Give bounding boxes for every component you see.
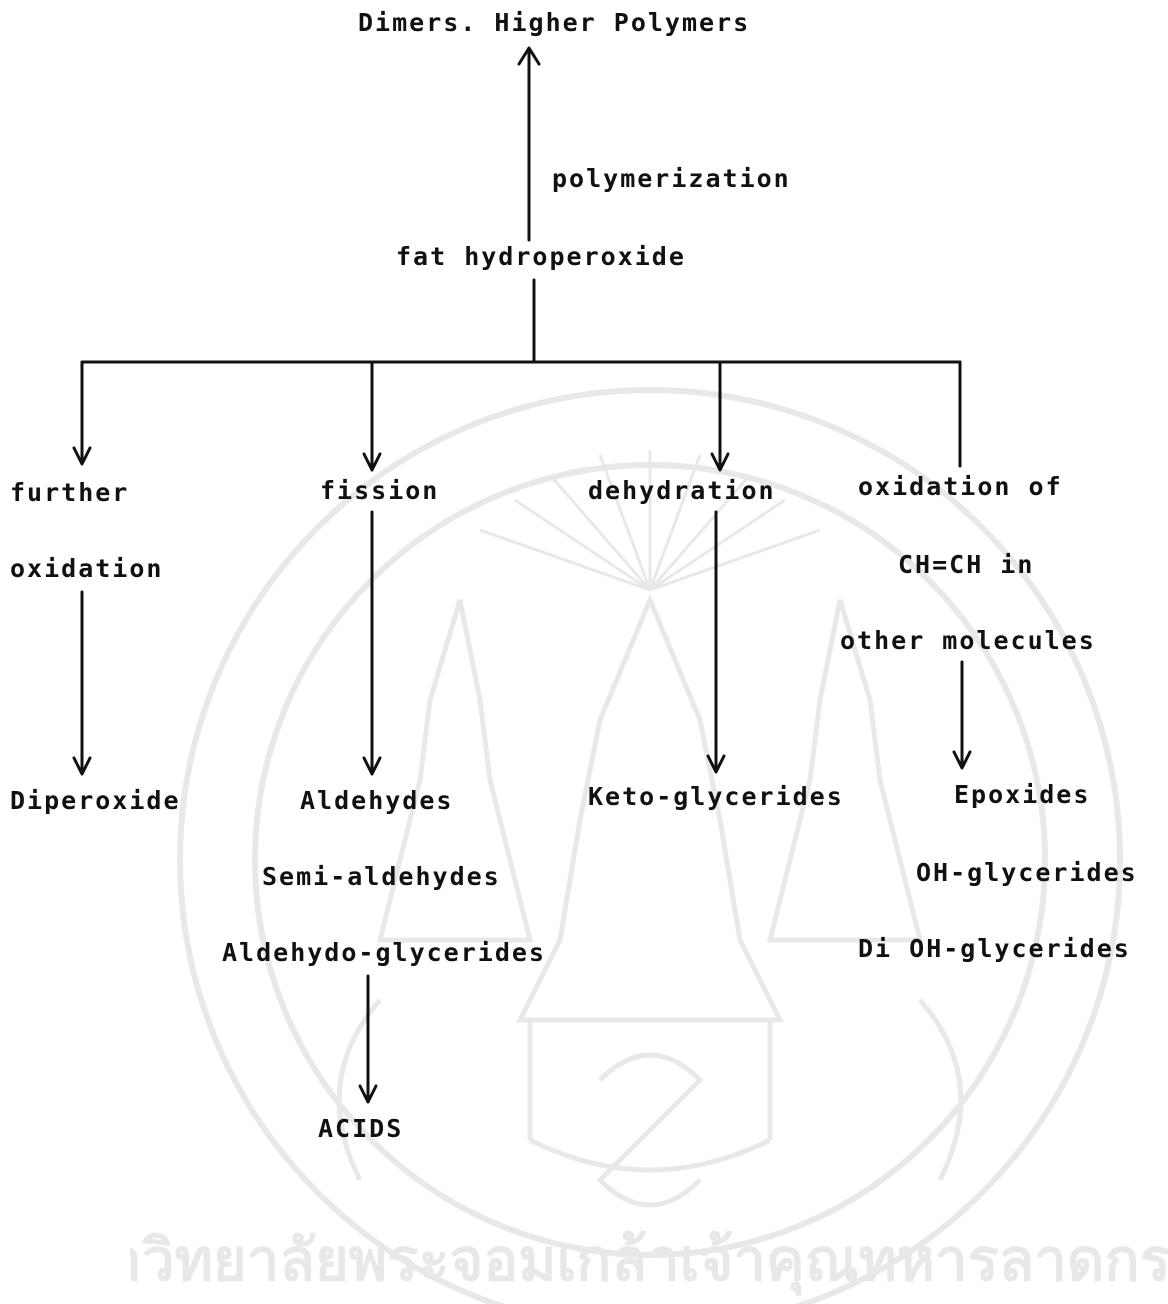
aldehydo-glycerides-label: Aldehydo-glycerides <box>222 938 546 967</box>
oh-glycerides-label: OH-glycerides <box>916 858 1138 887</box>
seal-arc-text: มหาวิทยาลัยพระจอมเกล้าเจ้าคุณทหารลาดกระบ… <box>130 1226 1168 1297</box>
oxidation-chch-line1: oxidation of <box>858 472 1063 501</box>
keto-glycerides-label: Keto-glycerides <box>588 782 844 811</box>
aldehydes-label: Aldehydes <box>300 786 454 815</box>
oxidation-chch-line3: other molecules <box>840 626 1096 655</box>
hydroperoxide-label: fat hydroperoxide <box>396 242 686 271</box>
university-seal-watermark: มหาวิทยาลัยพระจอมเกล้าเจ้าคุณทหารลาดกระบ… <box>130 387 1168 1304</box>
semi-aldehydes-label: Semi-aldehydes <box>262 862 501 891</box>
fission-label: fission <box>320 476 440 505</box>
epoxides-label: Epoxides <box>954 780 1091 809</box>
oxidation-chch-line2: CH=CH in <box>898 550 1035 579</box>
di-oh-glycerides-label: Di OH-glycerides <box>858 934 1131 963</box>
further-oxidation-line1: further <box>10 478 130 507</box>
further-oxidation-line2: oxidation <box>10 554 164 583</box>
acids-label: ACIDS <box>318 1114 404 1143</box>
dehydration-label: dehydration <box>588 476 776 505</box>
polymers-label: Dimers. Higher Polymers <box>358 8 751 37</box>
diperoxide-label: Diperoxide <box>10 786 181 815</box>
polymerization-label: polymerization <box>552 164 791 193</box>
